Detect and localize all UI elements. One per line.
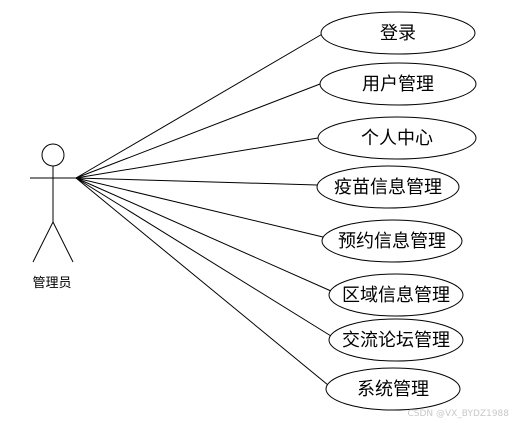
use-case-appointment-info-management: 预约信息管理 bbox=[321, 219, 463, 263]
use-case-label: 用户管理 bbox=[362, 74, 434, 95]
use-case-ellipse bbox=[317, 116, 477, 160]
association-line-user-management bbox=[75, 83, 321, 179]
use-case-label: 交流论坛管理 bbox=[342, 330, 450, 351]
association-line-vaccine-info bbox=[75, 177, 318, 186]
use-case-ellipse bbox=[328, 318, 464, 362]
use-case-forum-management: 交流论坛管理 bbox=[328, 318, 464, 362]
watermark: CSDN @VX_BYDZ1988 bbox=[407, 409, 509, 419]
use-case-login: 登录 bbox=[320, 11, 476, 55]
use-case-ellipse bbox=[319, 62, 477, 106]
use-case-label: 个人中心 bbox=[361, 128, 433, 149]
use-case-label: 疫苗信息管理 bbox=[334, 177, 442, 198]
association-line-forum-management bbox=[75, 177, 332, 337]
actor-head bbox=[41, 143, 65, 167]
actor-left-leg bbox=[32, 221, 54, 263]
actor-right-leg bbox=[52, 221, 74, 263]
association-line-personal-center bbox=[75, 137, 319, 179]
use-case-label: 预约信息管理 bbox=[338, 231, 446, 252]
association-line-region-info bbox=[75, 177, 332, 292]
use-case-ellipse bbox=[321, 219, 463, 263]
associations bbox=[75, 32, 332, 386]
actor-label: 管理员 bbox=[32, 276, 71, 291]
use-case-label: 登录 bbox=[380, 23, 416, 44]
use-case-personal-center: 个人中心 bbox=[317, 116, 477, 160]
use-case-label: 系统管理 bbox=[357, 379, 429, 400]
use-case-region-info-management: 区域信息管理 bbox=[328, 273, 464, 317]
actor-stick-figure bbox=[30, 143, 77, 263]
use-case-user-management: 用户管理 bbox=[319, 62, 477, 106]
use-case-ellipse bbox=[320, 11, 476, 55]
use-case-ellipse bbox=[316, 165, 460, 209]
association-line-appointment-info bbox=[75, 177, 324, 238]
use-case-ellipse bbox=[325, 367, 461, 411]
use-case-vaccine-info-management: 疫苗信息管理 bbox=[316, 165, 460, 209]
association-line-system-management bbox=[75, 177, 329, 386]
use-case-system-management: 系统管理 bbox=[325, 367, 461, 411]
association-line-login bbox=[75, 32, 325, 179]
use-case-label: 区域信息管理 bbox=[342, 285, 450, 306]
use-case-ellipse bbox=[328, 273, 464, 317]
